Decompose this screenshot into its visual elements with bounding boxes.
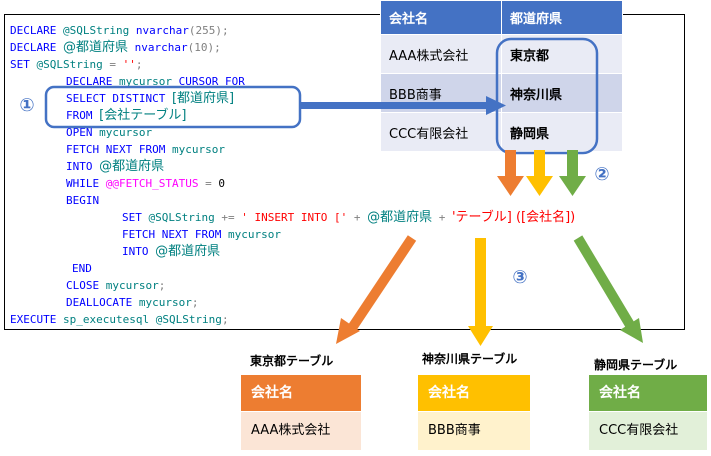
output-cell-tokyo: AAA株式会社 bbox=[241, 412, 361, 450]
code-line-14: INTO @都道府県 bbox=[122, 244, 221, 259]
cell-company: CCC有限会社 bbox=[380, 112, 502, 152]
output-title-shizuoka: 静岡県テーブル bbox=[594, 358, 678, 372]
gold-arrow-to-kanagawa bbox=[468, 238, 493, 346]
gold-down-arrow bbox=[526, 150, 553, 196]
step-marker-2: ② bbox=[594, 164, 610, 185]
green-down-arrow bbox=[559, 150, 586, 196]
cell-prefecture: 東京都 bbox=[501, 34, 623, 74]
code-line-6: FROM [会社テーブル] bbox=[66, 108, 187, 123]
header-company-name: 会社名 bbox=[380, 0, 502, 35]
step-marker-3: ③ bbox=[512, 267, 528, 288]
code-line-8: FETCH NEXT FROM mycursor bbox=[66, 143, 225, 156]
output-header-shizuoka: 会社名 bbox=[589, 375, 707, 411]
orange-down-arrow bbox=[497, 150, 524, 196]
code-line-15: END bbox=[72, 262, 92, 275]
blue-arrow bbox=[300, 96, 506, 115]
table-header-row: 会社名 都道府県 bbox=[380, 0, 623, 35]
table-row: CCC有限会社 静岡県 bbox=[380, 112, 623, 152]
header-prefecture: 都道府県 bbox=[501, 0, 623, 35]
code-line-4: DECLARE mycursor CURSOR FOR bbox=[66, 75, 245, 88]
code-line-18: EXECUTE sp_executesql @SQLString; bbox=[10, 313, 229, 326]
code-line-12: SET @SQLString += ' INSERT INTO [' + @都道… bbox=[122, 210, 576, 225]
output-title-kanagawa: 神奈川県テーブル bbox=[422, 352, 518, 366]
code-line-7: OPEN mycursor bbox=[66, 126, 153, 139]
code-line-2: DECLARE @都道府県 nvarchar(10); bbox=[10, 40, 221, 55]
green-arrow-to-shizuoka bbox=[573, 235, 643, 343]
code-line-3: SET @SQLString = ''; bbox=[10, 58, 143, 71]
code-line-13: FETCH NEXT FROM mycursor bbox=[122, 228, 281, 241]
cell-prefecture: 神奈川県 bbox=[501, 73, 623, 113]
output-header-kanagawa: 会社名 bbox=[418, 375, 530, 411]
output-cell-kanagawa: BBB商事 bbox=[418, 412, 530, 450]
code-line-1: DECLARE @SQLString nvarchar(255); bbox=[10, 24, 229, 37]
code-line-16: CLOSE mycursor; bbox=[66, 279, 166, 292]
select-highlight-box bbox=[44, 85, 302, 129]
output-title-tokyo: 東京都テーブル bbox=[250, 354, 334, 368]
cell-prefecture: 静岡県 bbox=[501, 112, 623, 152]
code-line-10: WHILE @@FETCH_STATUS = 0 bbox=[66, 177, 225, 190]
output-cell-shizuoka: CCC有限会社 bbox=[589, 412, 707, 450]
code-line-11: BEGIN bbox=[66, 194, 100, 207]
code-line-9: INTO @都道府県 bbox=[66, 159, 165, 174]
code-line-5: SELECT DISTINCT [都道府県] bbox=[66, 91, 235, 106]
step-marker-1: ① bbox=[19, 95, 35, 116]
orange-arrow-to-tokyo bbox=[336, 235, 417, 344]
output-header-tokyo: 会社名 bbox=[241, 375, 361, 411]
prefecture-highlight-box bbox=[495, 37, 599, 155]
code-line-17: DEALLOCATE mycursor; bbox=[66, 296, 199, 309]
